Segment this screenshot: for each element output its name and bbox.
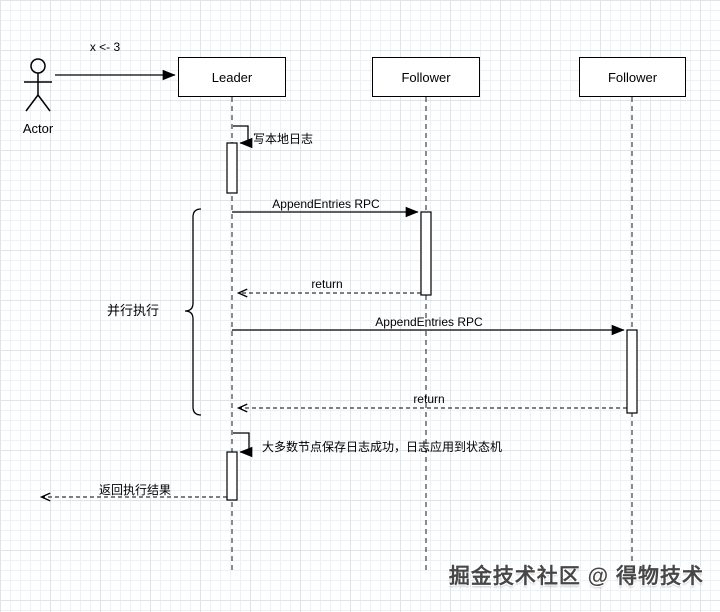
self-message-majority-commit [233,432,253,458]
activation-bar-follower-1 [420,211,432,296]
message-label-write-log: 写本地日志 [253,132,314,146]
message-label-return-1: return [311,277,343,291]
actor-label: Actor [22,121,54,136]
activation-bar-leader-2 [226,451,238,501]
message-label-return-2: return [413,392,445,406]
message-label-majority-commit: 大多数节点保存日志成功，日志应用到状态机 [262,440,503,454]
participant-box-follower-2: Follower [579,57,686,97]
message-label-return-result: 返回执行结果 [98,483,171,497]
watermark-text: 掘金技术社区 @ 得物技术 [448,565,704,588]
self-message-write-log [233,125,253,149]
participant-box-follower-1: Follower [372,57,480,97]
message-label-append-entries-1: AppendEntries RPC [272,197,380,211]
participant-box-leader: Leader [178,57,286,97]
actor-icon [24,58,52,112]
message-label-set-x: x <- 3 [89,40,121,54]
activation-bar-leader-1 [226,142,238,194]
participant-label-follower-1: Follower [401,69,451,85]
message-label-append-entries-2: AppendEntries RPC [375,315,483,329]
participant-label-leader: Leader [211,69,253,85]
participant-label-follower-2: Follower [607,69,658,85]
parallel-brace [184,208,202,416]
parallel-execution-label: 并行执行 [106,303,159,318]
activation-bar-follower-2 [626,329,638,414]
